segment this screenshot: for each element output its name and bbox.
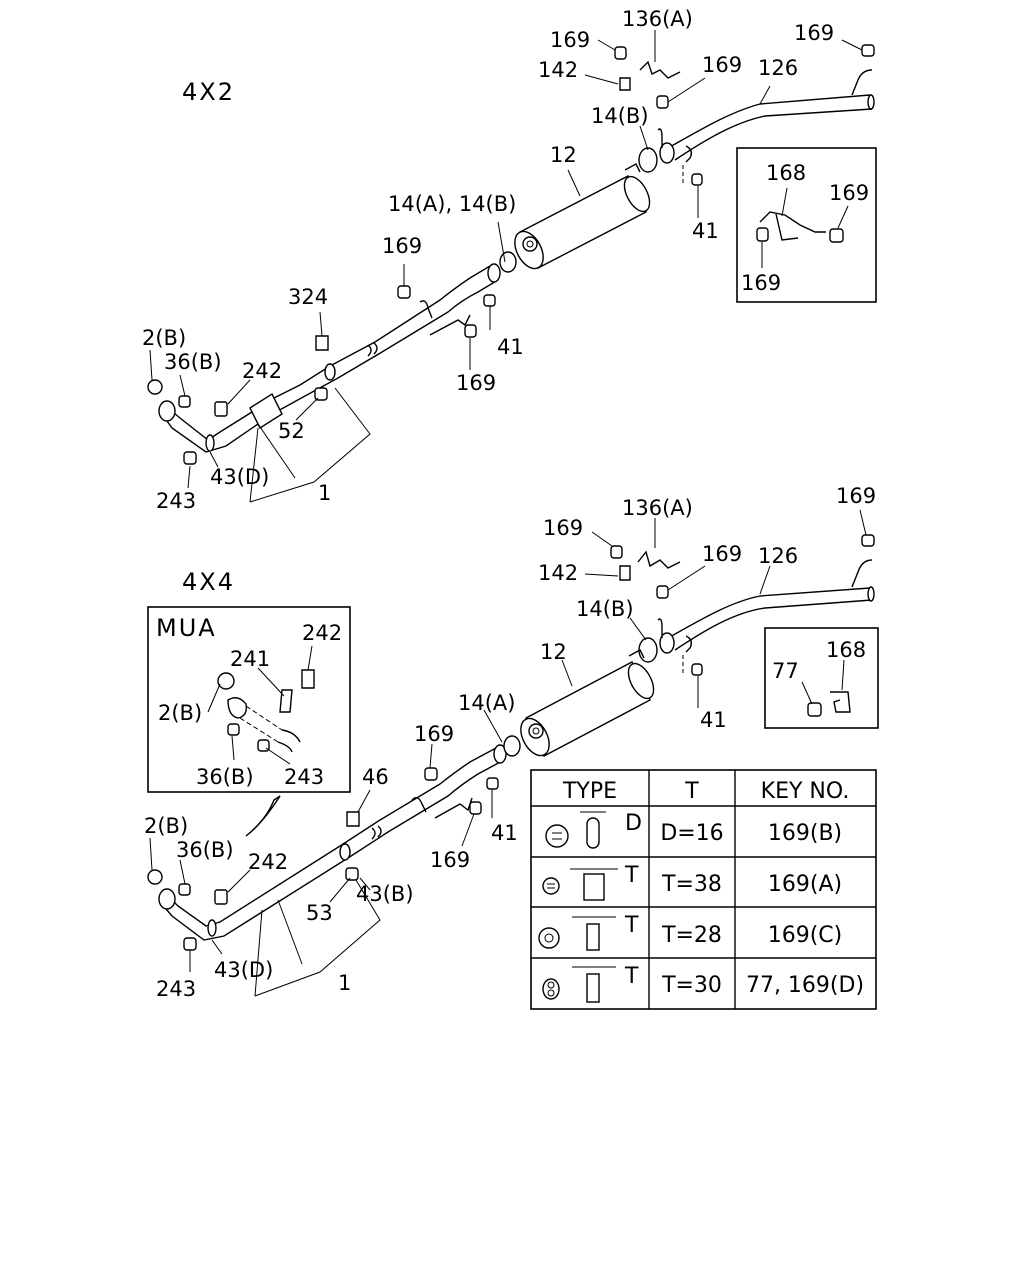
- label-136a: 136(A): [622, 7, 693, 31]
- table-row: D D=16 169(B): [545, 811, 842, 849]
- label-169: 169: [794, 21, 834, 45]
- label-243: 243: [284, 765, 324, 789]
- table-cell-key: 77, 169(D): [746, 973, 864, 998]
- table-header-t: T: [684, 779, 699, 804]
- label-169: 169: [382, 234, 422, 258]
- label-2b: 2(B): [144, 814, 188, 838]
- label-169: 169: [702, 53, 742, 77]
- label-169: 169: [456, 371, 496, 395]
- inset-box-168-77: [764, 627, 879, 729]
- label-169: 169: [836, 484, 876, 508]
- label-36b: 36(B): [196, 765, 254, 789]
- label-12: 12: [540, 640, 567, 664]
- label-77: 77: [772, 659, 799, 683]
- section-title-4x4: 4X4: [182, 568, 235, 596]
- label-52: 52: [278, 419, 305, 443]
- label-169: 169: [741, 271, 781, 295]
- front-pipe: [329, 265, 491, 367]
- label-168: 168: [826, 638, 866, 662]
- label-53: 53: [306, 901, 333, 925]
- inset-title-mua: MUA: [156, 614, 217, 642]
- label-142: 142: [538, 561, 578, 585]
- label-36b: 36(B): [164, 350, 222, 374]
- label-12: 12: [550, 143, 577, 167]
- muffler-12: [520, 649, 655, 757]
- label-169: 169: [430, 848, 470, 872]
- table-dim-symbol: T: [624, 964, 639, 989]
- label-36b: 36(B): [176, 838, 234, 862]
- label-142: 142: [538, 58, 578, 82]
- table-cell-t: T=28: [661, 923, 722, 948]
- label-14b: 14(B): [576, 597, 634, 621]
- label-1: 1: [318, 481, 331, 505]
- label-243: 243: [156, 489, 196, 513]
- table-cell-t: D=16: [660, 821, 723, 846]
- label-2b: 2(B): [158, 701, 202, 725]
- table-header-key-no: KEY NO.: [761, 779, 850, 804]
- table-cell-key: 169(A): [768, 872, 842, 897]
- section-4x2: 4X2: [142, 7, 877, 513]
- tail-pipe-126: [667, 94, 871, 149]
- table-row: T T=28 169(C): [538, 913, 843, 951]
- label-242: 242: [248, 850, 288, 874]
- label-242: 242: [242, 359, 282, 383]
- label-242: 242: [302, 621, 342, 645]
- label-2b: 2(B): [142, 326, 186, 350]
- gasket-14b: [638, 147, 658, 173]
- label-14b: 14(B): [591, 104, 649, 128]
- label-324: 324: [288, 285, 328, 309]
- label-41: 41: [497, 335, 524, 359]
- mount-169: [861, 44, 875, 57]
- converter: [249, 392, 283, 430]
- label-136a: 136(A): [622, 496, 693, 520]
- label-169: 169: [414, 722, 454, 746]
- label-41: 41: [692, 219, 719, 243]
- section-title-4x2: 4X2: [182, 78, 235, 106]
- inset-box-mua: [147, 606, 351, 793]
- label-46: 46: [362, 765, 389, 789]
- label-169: 169: [550, 28, 590, 52]
- table-cell-key: 169(B): [768, 821, 842, 846]
- table-row: T T=30 77, 169(D): [542, 964, 864, 1003]
- table-cell-key: 169(C): [768, 923, 843, 948]
- label-43d: 43(D): [210, 465, 269, 489]
- label-1: 1: [338, 971, 351, 995]
- table-cell-t: T=38: [661, 872, 722, 897]
- label-41: 41: [491, 821, 518, 845]
- type-table: TYPE T KEY NO. D D=16 169(B) T T=38 169(…: [530, 769, 877, 1010]
- label-169: 169: [702, 542, 742, 566]
- label-169: 169: [543, 516, 583, 540]
- label-168: 168: [766, 161, 806, 185]
- label-126: 126: [758, 56, 798, 80]
- table-dim-symbol: T: [624, 913, 639, 938]
- label-169: 169: [829, 181, 869, 205]
- table-dim-symbol: D: [625, 811, 642, 836]
- muffler-12: [514, 163, 651, 270]
- inset-box-168: [736, 147, 877, 303]
- table-cell-t: T=30: [661, 973, 722, 998]
- table-header-type: TYPE: [562, 779, 617, 804]
- label-241: 241: [230, 647, 270, 671]
- table-row: T T=38 169(A): [542, 863, 842, 901]
- label-43b: 43(B): [356, 882, 414, 906]
- label-14a: 14(A): [458, 691, 515, 715]
- label-43d: 43(D): [214, 958, 273, 982]
- label-243: 243: [156, 977, 196, 1001]
- table-dim-symbol: T: [624, 863, 639, 888]
- label-41: 41: [700, 708, 727, 732]
- label-14ab: 14(A), 14(B): [388, 192, 516, 216]
- section-4x4: 4X4: [144, 484, 879, 1001]
- label-126: 126: [758, 544, 798, 568]
